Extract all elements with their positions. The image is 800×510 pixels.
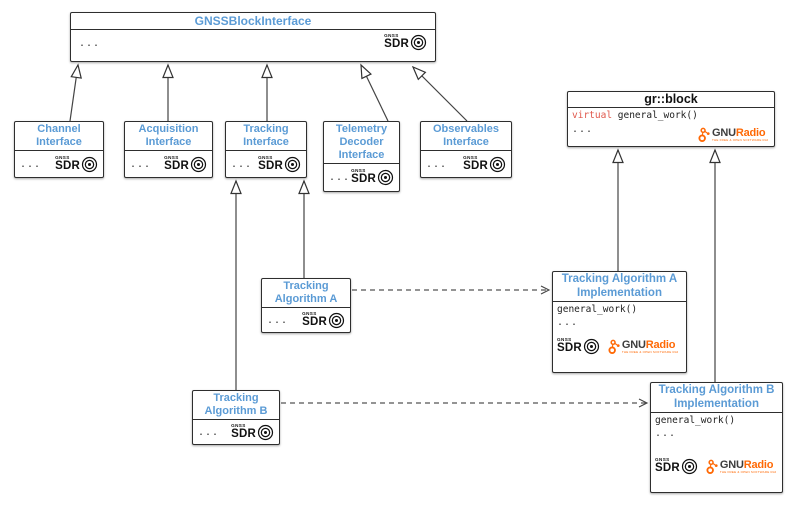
inheritance-arrow-channel <box>69 65 78 122</box>
inheritance-arrow-telemetry <box>361 65 389 122</box>
class-title: Observables Interface <box>421 122 511 151</box>
member-general-work: general_work() <box>655 415 736 426</box>
class-title: GNSSBlockInterface <box>71 13 435 30</box>
ellipsis-member: ... <box>557 317 579 328</box>
class-title: Tracking Algorithm B Implementation <box>651 383 782 413</box>
ellipsis-member: ... <box>426 158 448 170</box>
ellipsis-member: ... <box>231 158 253 170</box>
class-node-tracking-algorithm-a-implementation: Tracking Algorithm A Implementation gene… <box>552 271 687 373</box>
class-node-tracking-algorithm-b-implementation: Tracking Algorithm B Implementation gene… <box>650 382 783 493</box>
inheritance-arrow-observables <box>413 67 468 122</box>
ellipsis-member: ... <box>267 314 289 326</box>
sdr-spiral-icon <box>257 424 274 440</box>
class-title: gr::block <box>568 92 774 108</box>
member-virtual-general-work: virtual general_work() <box>572 110 698 121</box>
class-title: Acquisition Interface <box>125 122 212 151</box>
sdr-spiral-icon <box>583 338 599 355</box>
gnuradio-nodes-icon <box>698 127 710 142</box>
class-title: Channel Interface <box>15 122 103 151</box>
class-title: Tracking Interface <box>226 122 306 151</box>
gnuradio-nodes-icon <box>706 459 718 474</box>
sdr-spiral-icon <box>81 156 98 172</box>
ellipsis-member: ... <box>655 428 677 439</box>
class-title: Tracking Algorithm A Implementation <box>553 272 686 302</box>
ellipsis-member: ... <box>79 38 101 49</box>
sdr-spiral-icon <box>284 156 301 172</box>
member-general-work: general_work() <box>557 304 638 315</box>
sdr-spiral-icon <box>681 458 697 475</box>
sdr-spiral-icon <box>190 156 207 172</box>
sdr-spiral-icon <box>410 34 427 51</box>
ellipsis-member: ... <box>198 426 220 438</box>
class-title: Tracking Algorithm B <box>193 391 279 420</box>
class-title: Telemetry Decoder Interface <box>324 122 399 164</box>
ellipsis-member: ... <box>20 158 42 170</box>
sdr-spiral-icon <box>489 156 506 172</box>
ellipsis-member: ... <box>329 171 351 183</box>
ellipsis-member: ... <box>130 158 152 170</box>
class-title: Tracking Algorithm A <box>262 279 350 308</box>
sdr-spiral-icon <box>328 312 345 328</box>
gnuradio-nodes-icon <box>608 339 620 354</box>
sdr-spiral-icon <box>377 169 394 185</box>
class-node-gr-block: gr::block virtual general_work() ... GNU… <box>567 91 775 147</box>
ellipsis-member: ... <box>572 124 594 135</box>
